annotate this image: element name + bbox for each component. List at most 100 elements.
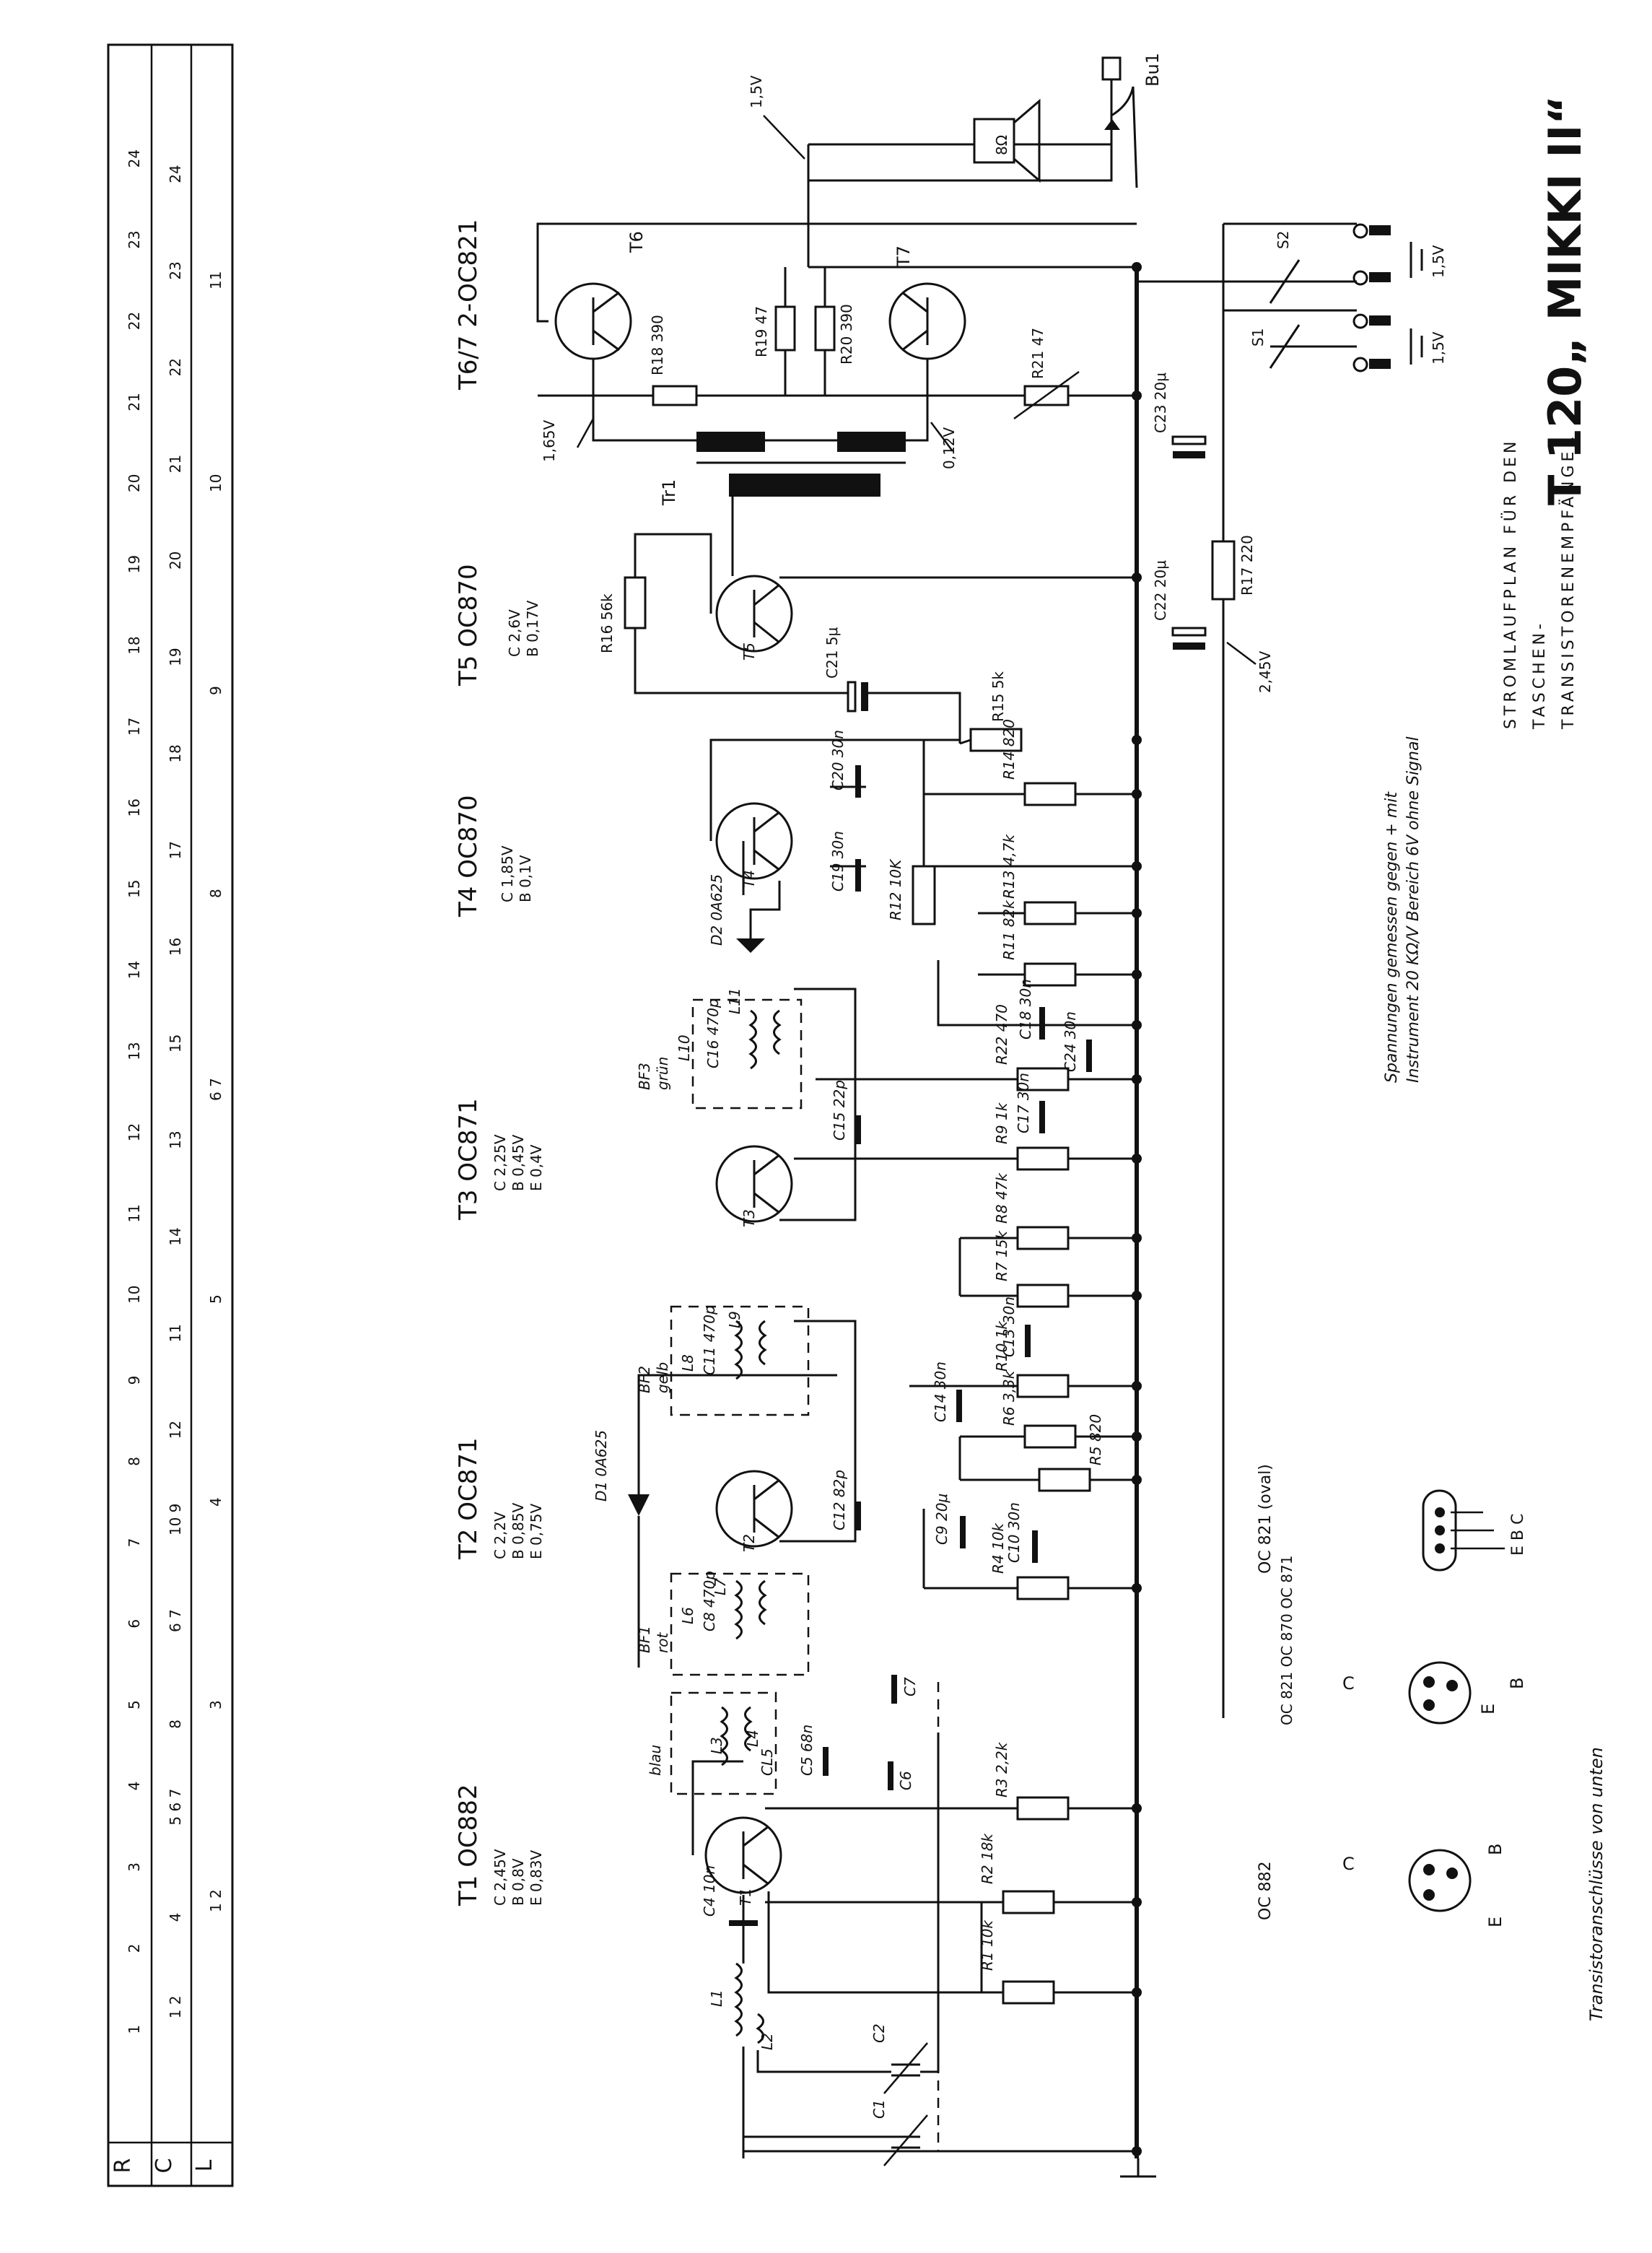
junction-dot (1132, 908, 1142, 918)
c_marks-mark: 17 (167, 841, 184, 859)
note-oval: OC 821 (oval) (1257, 1464, 1275, 1574)
row-label-c: C (152, 2158, 177, 2174)
label-r12: R12 10K (887, 858, 904, 920)
capacitor-c23 (1171, 435, 1207, 445)
c_marks-mark: 18 (167, 744, 184, 762)
label-bf3: BF3 (636, 1063, 653, 1090)
capacitor-c4 (729, 1920, 758, 1926)
junction-dot (1132, 1154, 1142, 1164)
capacitor-c10 (1032, 1530, 1038, 1563)
label-bf2: BF2 (636, 1366, 653, 1393)
label-c8: C8 470p (701, 1571, 718, 1631)
c_marks-mark: 5 6 7 (167, 1789, 184, 1826)
title-block: T 120„ MIKKI II“ STROMLAUFPLAN FÜR DEN T… (1501, 95, 1591, 730)
component-index-table: R C L 1234567891011121314151617181920212… (107, 43, 234, 2187)
title-model: T 120„ MIKKI II“ (1539, 95, 1591, 505)
c_marks-mark: 15 (167, 1034, 184, 1053)
pin-label-c2: C (1342, 1673, 1355, 1694)
if-filter-bf2 (670, 1305, 810, 1416)
c_marks-mark: 19 (167, 648, 184, 666)
label-c4: C4 10n (701, 1865, 718, 1917)
label-r21: R21 47 (1029, 328, 1046, 379)
transistor-t4 (715, 802, 793, 880)
label-r3: R3 2,2k (993, 1741, 1010, 1797)
label-r11: R11 82k (1000, 899, 1018, 960)
capacitor-c20 (855, 765, 861, 798)
stage-t3-name: T3 OC871 (454, 1098, 483, 1221)
c_marks-mark: 21 (167, 455, 184, 473)
label-c14: C14 30n (932, 1361, 949, 1422)
transformer-tr1-primary-b (837, 432, 906, 452)
c_marks-mark: 14 (167, 1227, 184, 1245)
if-filter-bf3 (691, 998, 803, 1110)
junction-dot (1132, 1233, 1142, 1243)
label-blau: blau (647, 1745, 664, 1776)
c_marks-mark: 1 2 (167, 1995, 184, 2018)
label-c22: C22 20μ (1152, 560, 1169, 621)
l_marks-mark: 4 (207, 1497, 224, 1507)
label-c12: C12 82p (831, 1470, 848, 1530)
label-r19: R19 47 (753, 306, 770, 357)
switch-s2 (1269, 259, 1301, 304)
pinout-oc882-icon (1408, 1849, 1472, 1912)
junction-dot (1132, 969, 1142, 980)
stage-t4-v1: C 1,85V (499, 845, 516, 902)
capacitor-c9 (960, 1516, 966, 1548)
stage-t1-v1: C 2,45V (491, 1849, 509, 1906)
r_marks-mark: 10 (126, 1286, 143, 1304)
junction-dot (1132, 572, 1142, 583)
pinout-diagrams (1408, 1489, 1505, 1912)
diode-d1-icon (628, 1494, 650, 1516)
r_marks-mark: 24 (126, 149, 143, 167)
capacitor-c14 (956, 1390, 962, 1422)
r_marks-mark: 18 (126, 636, 143, 654)
c_marks-mark: 4 (167, 1913, 184, 1922)
r_marks-mark: 21 (126, 393, 143, 411)
label-speaker: 8Ω (993, 135, 1010, 155)
capacitor-c12 (855, 1502, 861, 1530)
transistor-t2 (715, 1470, 793, 1548)
transformer-tr1-secondary (729, 474, 880, 497)
diode-d2-icon (736, 938, 765, 953)
output-stage: T6 T7 Tr1 R18 390 R19 47 R20 390 R21 47 … (536, 53, 1447, 693)
label-t5: T5 (740, 642, 758, 661)
label-c20: C20 30n (829, 730, 847, 790)
r_marks-mark: 20 (126, 474, 143, 492)
pin-label-b2: B (1507, 1678, 1527, 1689)
battery-cells (1352, 223, 1423, 372)
label-l9: L9 (726, 1311, 743, 1328)
jack-bu1-icon (1101, 56, 1122, 81)
transformer-tr1-primary-a (696, 432, 765, 452)
coil-l2 (756, 2013, 764, 2044)
pin-label-ebc: E B C (1509, 1514, 1527, 1556)
capacitor-c19 (855, 859, 861, 892)
resistor-r13 (1023, 901, 1077, 925)
resistor-r17 (1211, 540, 1236, 601)
label-r4: R4 10k (989, 1522, 1007, 1574)
resistor-r6 (1023, 1424, 1077, 1449)
r_marks-mark: 23 (126, 230, 143, 248)
label-l1: L1 (708, 1990, 725, 2007)
pin-label-e2: E (1478, 1704, 1498, 1714)
stage-t4-v2: B 0,1V (517, 855, 534, 902)
label-t3: T3 (740, 1209, 758, 1227)
label-c2: C2 (870, 2023, 888, 2043)
label-r18: R18 390 (649, 315, 666, 375)
resistor-r2 (1002, 1890, 1055, 1914)
label-r14: R14 820 (1000, 719, 1018, 780)
label-c7: C7 (901, 1677, 919, 1696)
resistor-r4 (1016, 1576, 1070, 1600)
c-marks: 1 245 6 786 710 912111413151617181920212… (167, 165, 184, 2018)
stage-t2-name: T2 OC871 (454, 1437, 483, 1560)
label-c21: C21 5μ (823, 627, 841, 679)
label-r9: R9 1k (993, 1102, 1010, 1144)
l_marks-mark: 1 2 (207, 1889, 224, 1912)
label-battery-1: 1,5V (1430, 245, 1447, 278)
r_marks-mark: 2 (126, 1943, 143, 1953)
c_marks-mark: 16 (167, 938, 184, 956)
transistor-t5 (715, 575, 793, 653)
r_marks-mark: 4 (126, 1782, 143, 1791)
label-cl5: CL5 (759, 1748, 776, 1776)
if-and-mixer-stages (628, 738, 1137, 2166)
t5-driver-stage: R16 56k C21 5μ R15 5k (598, 497, 1137, 752)
